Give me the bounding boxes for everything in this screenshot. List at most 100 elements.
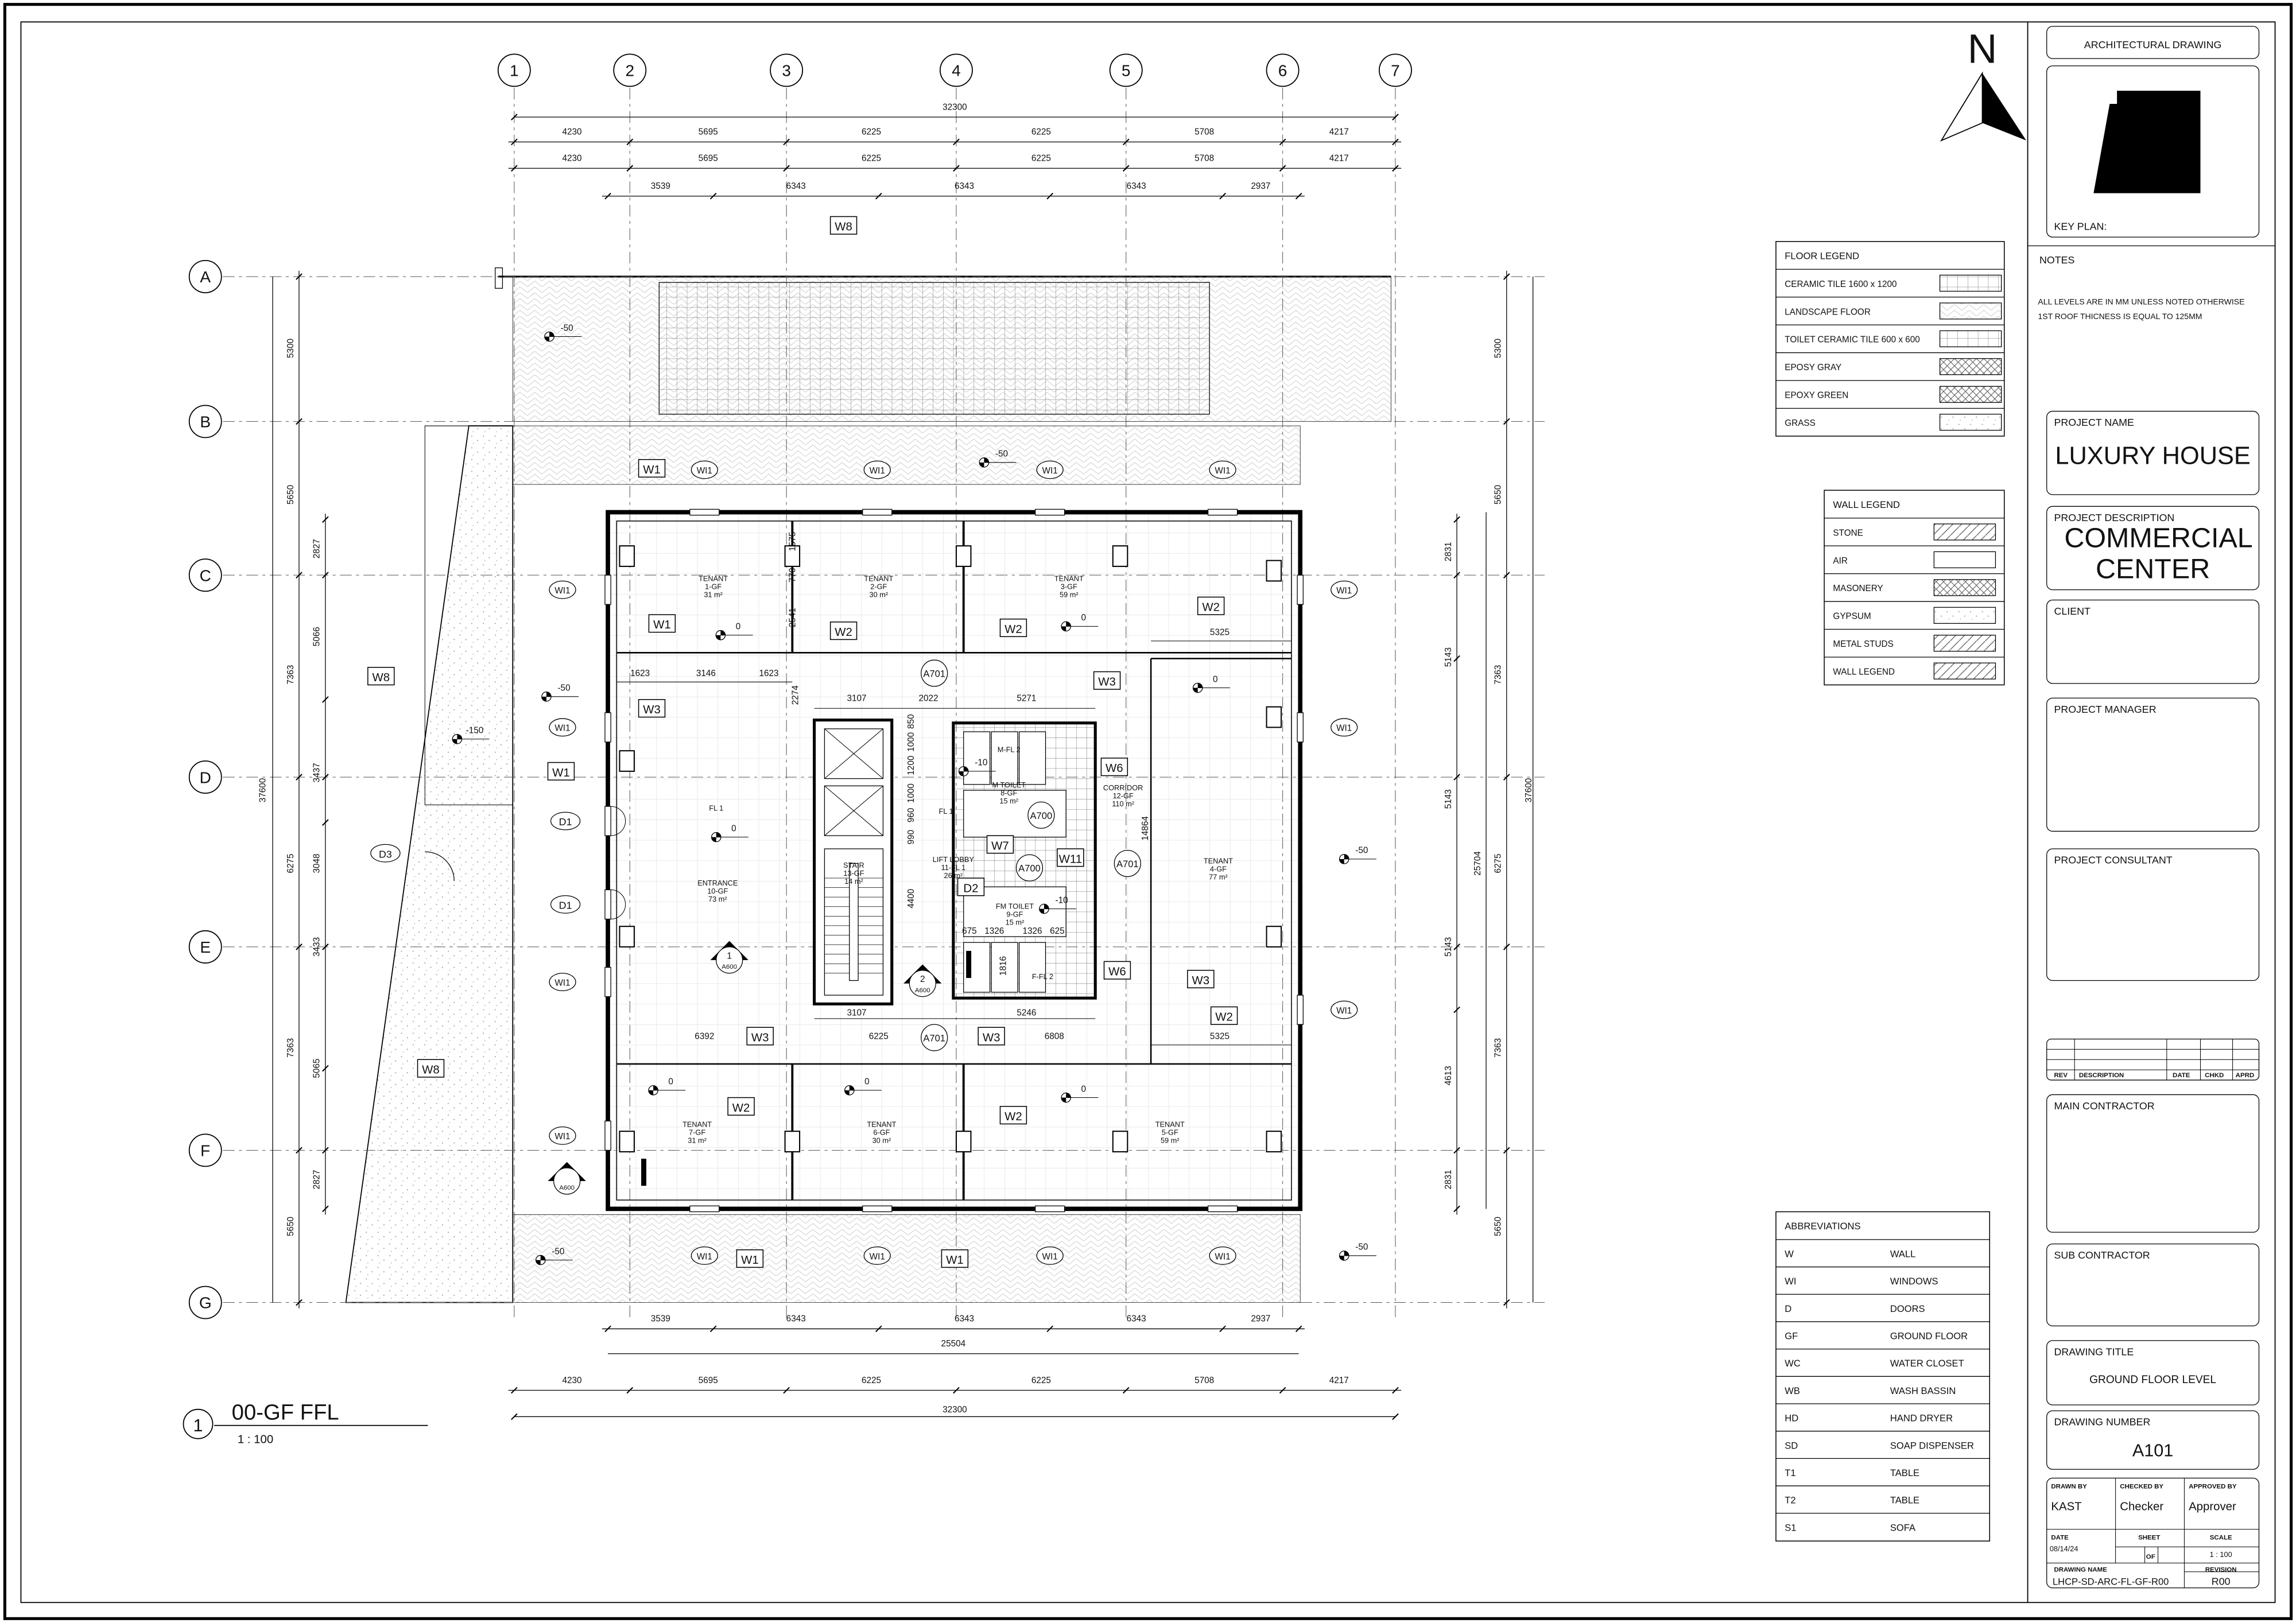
line [1046,1325,1053,1333]
floor-legend-swatch [1939,274,2002,292]
project-name: LUXURY HOUSE [2055,442,2250,469]
window-tag [863,1247,891,1265]
spot-level-value: -50 [1355,1243,1368,1252]
dimension-label: 6225 [1031,1376,1051,1385]
window-tag [1036,1247,1064,1265]
dimension-label: 6808 [1045,1032,1064,1042]
wall-legend-title: WALL LEGEND [1833,499,1900,510]
abbreviation-code: S1 [1785,1522,1796,1533]
wall-type-label: W2 [1215,1011,1233,1024]
window-tag-label: WI1 [554,978,570,988]
sheet-outer-border [3,3,2293,1620]
room-name: TENANT [867,1120,896,1129]
room-area: 15 m² [1006,918,1025,927]
dimension-label: 5708 [1194,1376,1214,1385]
wall-type-tag [638,459,666,478]
window-tag [549,973,576,992]
window-opening [1297,995,1304,1025]
project-name-box-label: PROJECT NAME [2054,417,2134,428]
grass-area [345,425,514,1303]
wall-type-tag [1197,596,1225,615]
view-scale: 1 : 100 [238,1433,273,1446]
wall-type-label: W11 [1059,853,1082,865]
line [1279,1387,1286,1394]
spot-level-value: 0 [864,1077,870,1087]
structural-column [1266,706,1282,728]
dimension-label: 6225 [869,1032,889,1042]
wall-type-label: W2 [835,626,852,639]
door-tag-label: D1 [559,900,572,911]
abbreviation-meaning: DOORS [1890,1303,1925,1314]
grid-bubble-column [613,53,647,87]
dimension-label: 1623 [630,669,650,678]
window-opening [604,1120,611,1151]
lift-shaft [824,785,884,836]
spot-level: -50 [535,1247,573,1265]
line [1453,516,1460,523]
key-plan-box [2046,65,2260,238]
window-tag-label: WI1 [1215,1252,1230,1261]
structural-column [1266,926,1282,948]
wall-type-tag [978,1027,1005,1046]
stair-core [849,863,859,981]
window-tag [549,718,576,737]
dimension-label: 7363 [286,665,296,685]
dimension-label: 625 [1050,926,1065,936]
column-marker [495,267,503,289]
wall-type-tag [829,216,858,235]
spot-level: 0 [1061,613,1099,632]
spot-level-value: -10 [975,758,987,768]
dimension-label: 4613 [1444,1066,1453,1085]
drawing-number: A101 [2132,1440,2173,1460]
drawing-number-box [2046,1410,2260,1470]
line [1503,572,1510,578]
dimension-label: 770 [788,568,797,583]
line [1503,1147,1510,1154]
spot-level-value: -50 [557,684,570,693]
grid-column-label: 6 [1278,62,1287,80]
wall-type-label: W3 [1192,974,1210,987]
door-tag-label: D3 [379,848,392,860]
spot-level: -50 [544,323,582,342]
grid-row-label: A [200,268,211,286]
dimension-label: 6392 [695,1032,714,1042]
notes: ALL LEVELS ARE IN MM UNLESS NOTED OTHERW… [2038,298,2244,322]
wall-legend-item: AIR [1833,556,1848,566]
dimension-overall: 32300 [943,102,967,112]
wall-type-tag [1187,969,1215,989]
dimension-label: 4217 [1329,127,1349,137]
wall-type-tag [999,618,1027,638]
room-name: TENANT [682,1120,712,1129]
project-name-box [2046,410,2260,495]
line [322,1065,329,1072]
line [1392,138,1399,146]
wall-type-label: D2 [963,882,978,895]
dimension-label: 3539 [651,1314,670,1324]
dimension-label: 2937 [1251,1314,1270,1324]
wall-legend-swatch [1933,662,1996,680]
wall-type-tag [736,1249,764,1268]
view-number: 1 [193,1416,203,1435]
dimension-label: 2541 [788,608,797,627]
key-plan-shape [2093,91,2201,193]
line [1503,418,1510,425]
key-plan-label: KEY PLAN: [2054,220,2107,232]
client-box-label: CLIENT [2054,605,2091,617]
dimension-label: 3433 [312,937,322,957]
wall-type-label: W1 [741,1254,759,1267]
wall-type-tag [986,835,1014,854]
dimension-label: 6275 [286,854,296,873]
section-reference [921,1024,948,1051]
spot-level-fill [648,1085,658,1095]
wall-type-tag [1103,961,1131,980]
window-tag [1209,1247,1236,1265]
line [626,138,634,146]
dimension-label: 2827 [312,539,322,558]
wall-type-label: W3 [643,704,661,716]
line [1392,165,1399,172]
room-number: 6-GF [873,1128,890,1137]
window-opening [604,574,611,605]
